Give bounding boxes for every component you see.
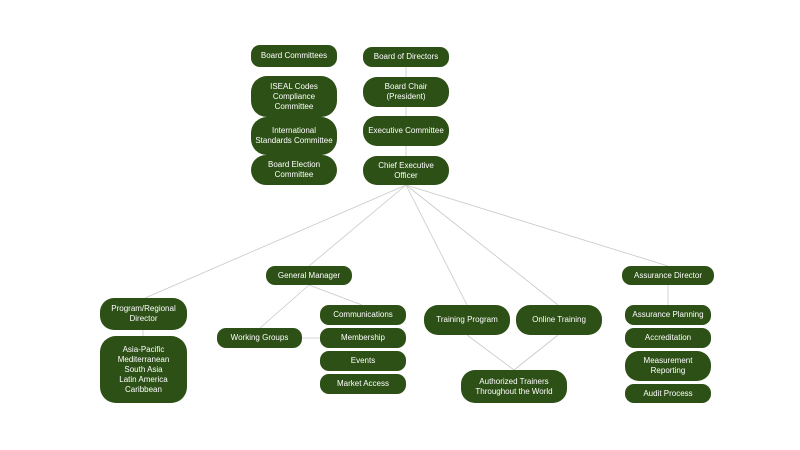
measurement-reporting-node: Measurement Reporting: [625, 351, 711, 381]
iseal-codes-committee-node: ISEAL Codes Compliance Committee: [251, 76, 337, 117]
regions-node: Asia-Pacific Mediterranean South Asia La…: [100, 336, 187, 403]
authorized-trainers-node: Authorized Trainers Throughout the World: [461, 370, 567, 403]
connector-training-authorized: [466, 334, 515, 371]
connector-ceo-assurance: [405, 184, 669, 267]
audit-process-node: Audit Process: [625, 384, 711, 403]
events-node: Events: [320, 351, 406, 371]
program-regional-director-node: Program/Regional Director: [100, 298, 187, 330]
market-access-node: Market Access: [320, 374, 406, 394]
assurance-planning-node: Assurance Planning: [625, 305, 711, 325]
assurance-director-node: Assurance Director: [622, 266, 714, 285]
board-chair-node: Board Chair (President): [363, 77, 449, 107]
ceo-node: Chief Executive Officer: [363, 156, 449, 185]
online-training-node: Online Training: [516, 305, 602, 335]
general-manager-node: General Manager: [266, 266, 352, 285]
accreditation-node: Accreditation: [625, 328, 711, 348]
working-groups-node: Working Groups: [217, 328, 302, 348]
board-committees-node: Board Committees: [251, 45, 337, 67]
connector-gm-working: [259, 284, 310, 329]
international-standards-committee-node: International Standards Committee: [251, 117, 337, 155]
connector-online-authorized: [513, 334, 559, 371]
communications-node: Communications: [320, 305, 406, 325]
board-election-committee-node: Board Election Committee: [251, 155, 337, 185]
training-program-node: Training Program: [424, 305, 510, 335]
connector-gm-comms: [308, 284, 363, 306]
connector-ceo-training: [405, 184, 468, 306]
membership-node: Membership: [320, 328, 406, 348]
connector-ceo-program: [144, 184, 407, 299]
executive-committee-node: Executive Committee: [363, 116, 449, 146]
connector-ceo-gm: [308, 184, 407, 267]
connector-ceo-online: [405, 184, 559, 306]
board-of-directors-node: Board of Directors: [363, 47, 449, 67]
